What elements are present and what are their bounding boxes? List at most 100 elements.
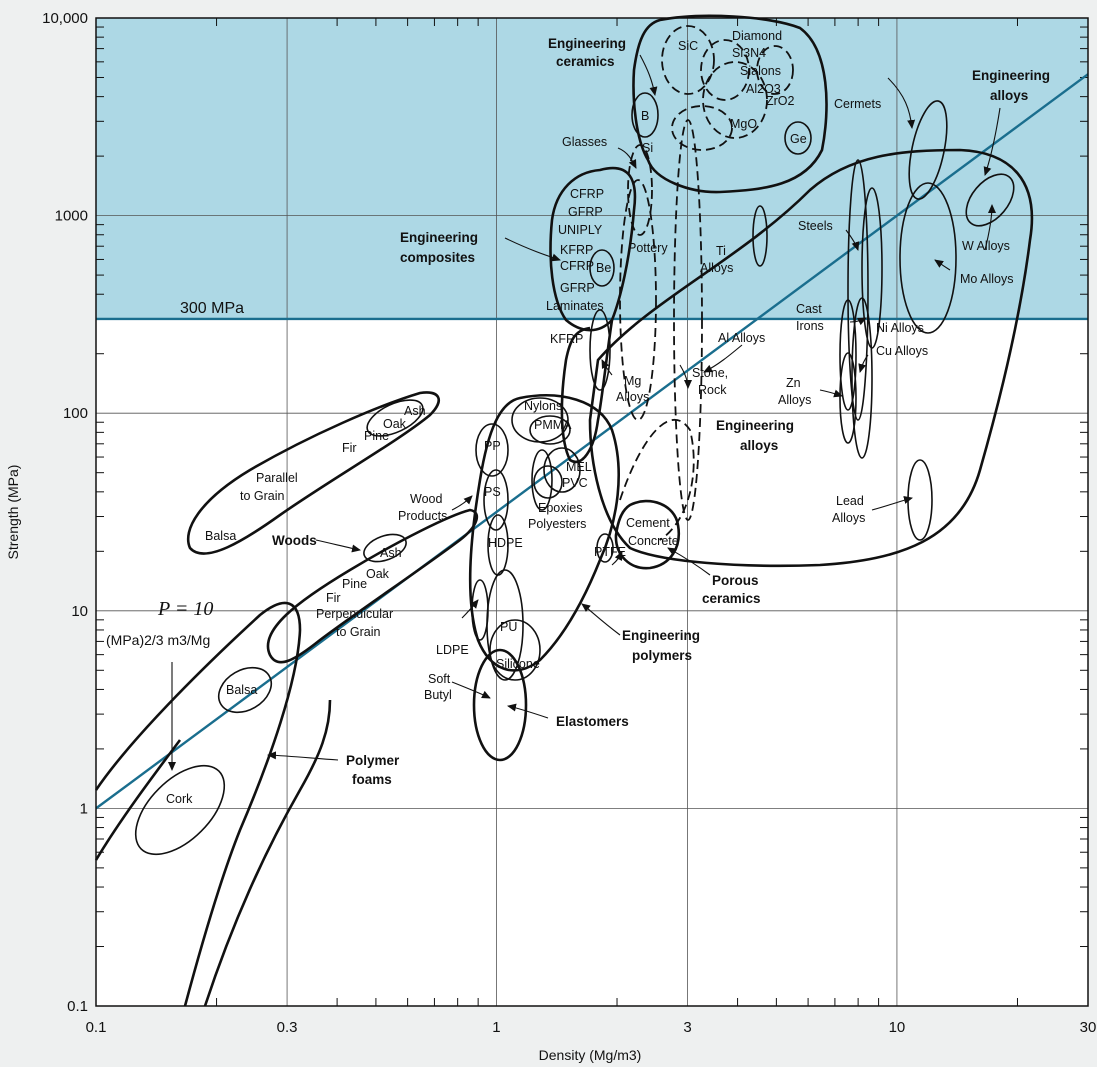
label-fir-2: Fir (326, 591, 341, 605)
pp-bubble (475, 423, 509, 477)
label-concrete: Concrete (628, 534, 679, 548)
label-ptfe: PTFE (594, 545, 626, 559)
label-mgo: MgO (730, 117, 757, 131)
label-balsa-2: Balsa (226, 683, 257, 697)
label-cermets: Cermets (834, 97, 881, 111)
label-gfrp-lam-2: Laminates (546, 299, 604, 313)
y-tick-label: 1 (80, 800, 88, 817)
label-parallel-2: to Grain (240, 489, 285, 503)
label-ps: PS (484, 485, 501, 499)
y-tick-label: 10 (71, 603, 88, 620)
x-axis-title: Density (Mg/m3) (539, 1047, 642, 1063)
minor-ticks (96, 18, 1088, 1006)
label-nylons: Nylons (524, 399, 562, 413)
cement-bubble (619, 418, 695, 541)
y-tick-labels: 0.1 1 10 100 1000 10,000 (42, 10, 88, 1015)
label-lead-2: Alloys (832, 511, 865, 525)
label-mel: MEL (566, 460, 592, 474)
ptfe-bubble (596, 533, 614, 563)
label-mo-alloys: Mo Alloys (960, 272, 1014, 286)
label-steels: Steels (798, 219, 833, 233)
label-pottery: Pottery (628, 241, 668, 255)
epoxies-bubble (531, 449, 553, 511)
x-tick-label: 30 (1080, 1019, 1097, 1036)
label-parallel-1: Parallel (256, 471, 298, 485)
woods-parallel-group-bubble (366, 399, 424, 437)
label-kfrp: KFRP (560, 243, 593, 257)
label-ti-2: Alloys (700, 261, 733, 275)
label-cement: Cement (626, 516, 670, 530)
label-engineering-alloys-mid-2: alloys (740, 438, 778, 453)
label-woods: Woods (272, 533, 317, 548)
label-diamond: Diamond (732, 29, 782, 43)
label-engineering-ceramics-1: Engineering (548, 36, 626, 51)
label-glasses: Glasses (562, 135, 607, 149)
alloys-envelope (588, 148, 1034, 568)
label-engineering-polymers-1: Engineering (622, 628, 700, 643)
label-engineering-alloys-top-1: Engineering (972, 68, 1050, 83)
polymer-foams-envelope (94, 601, 302, 1007)
label-engineering-alloys-top-2: alloys (990, 88, 1028, 103)
mel-bubble (543, 447, 581, 493)
label-zro2: ZrO2 (766, 94, 795, 108)
x-tick-label: 1 (492, 1019, 500, 1036)
y-tick-label: 0.1 (67, 998, 88, 1015)
label-sialons: Sialons (740, 64, 781, 78)
y-tick-label: 1000 (55, 208, 88, 225)
label-kfrp-low: KFRP (550, 332, 583, 346)
label-pine: Pine (364, 429, 389, 443)
x-tick-label: 0.1 (86, 1019, 107, 1036)
label-b: B (641, 109, 649, 123)
label-ge: Ge (790, 132, 807, 146)
label-engineering-ceramics-2: ceramics (556, 54, 615, 69)
label-wood-products-1: Wood (410, 492, 442, 506)
label-silicone: Silicone (496, 657, 540, 671)
label-stone-2: Rock (698, 383, 727, 397)
label-pmma: PMMA (534, 418, 572, 432)
polymer-foams-lower-edge (94, 739, 182, 861)
label-gfrp-lam-1: GFRP (560, 281, 595, 295)
label-pine-2: Pine (342, 577, 367, 591)
label-pvc: PVC (562, 476, 588, 490)
polymers-envelope (468, 394, 620, 672)
label-pu: PU (500, 620, 517, 634)
label-elastomers: Elastomers (556, 714, 629, 729)
label-mg-1: Mg (624, 374, 641, 388)
label-mg-2: Alloys (616, 390, 649, 404)
label-oak: Oak (383, 417, 407, 431)
be-bubble (589, 249, 615, 287)
si3n4-bubble (700, 39, 750, 101)
y-tick-label: 10,000 (42, 10, 88, 27)
mg-alloys-bubble (589, 309, 611, 391)
y-axis-title: Strength (MPa) (5, 465, 21, 560)
high-strength-shaded-region (96, 18, 1088, 319)
label-porous-ceramics-2: ceramics (702, 591, 761, 606)
woods-perpendicular-envelope (266, 508, 479, 664)
label-soft-butyl-2: Butyl (424, 688, 452, 702)
label-al-alloys: Al Alloys (718, 331, 765, 345)
label-porous-ceramics-1: Porous (712, 573, 759, 588)
label-engineering-composites-1: Engineering (400, 230, 478, 245)
y-tick-label: 100 (63, 405, 88, 422)
label-lead-1: Lead (836, 494, 864, 508)
label-hdpe: HDPE (488, 536, 523, 550)
ps-bubble (483, 469, 509, 531)
composites-envelope (549, 166, 637, 332)
zn-alloys-bubble (839, 352, 857, 444)
woods-parallel-envelope (186, 391, 440, 555)
ash-perpendicular-bubble (363, 533, 407, 563)
label-engineering-alloys-mid-1: Engineering (716, 418, 794, 433)
label-si: Si (642, 141, 653, 155)
x-tick-label: 10 (889, 1019, 906, 1036)
label-cast-2: Irons (796, 319, 824, 333)
b-bubble (631, 92, 659, 138)
porous-ceramics-envelope (614, 499, 681, 570)
label-cork: Cork (166, 792, 193, 806)
label-be: Be (596, 261, 611, 275)
cork-bubble (134, 764, 226, 856)
label-stone-1: Stone, (692, 366, 728, 380)
label-pp: PP (484, 439, 501, 453)
mo-alloys-bubble (899, 182, 957, 334)
zirconia-bubble (756, 45, 794, 95)
